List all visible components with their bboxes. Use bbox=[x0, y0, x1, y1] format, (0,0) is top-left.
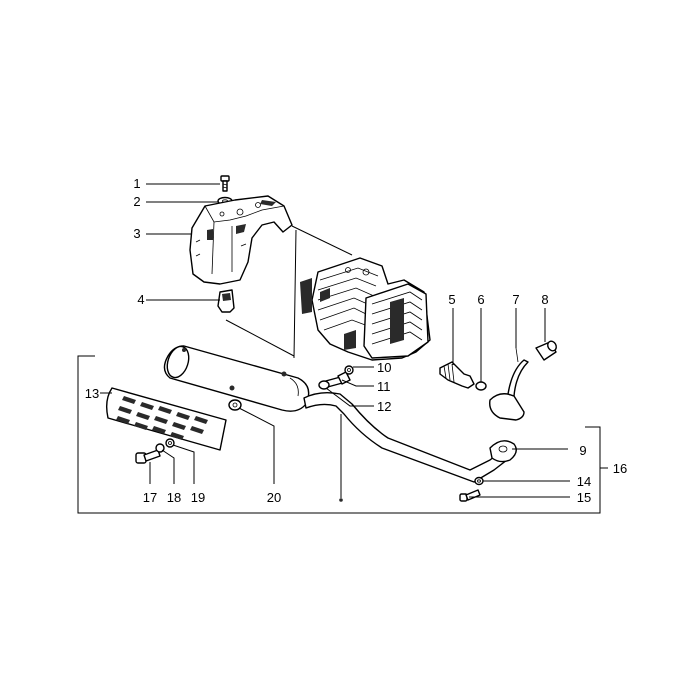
clip-part bbox=[217, 289, 235, 313]
callout-13: 13 bbox=[85, 386, 99, 401]
callout-1: 1 bbox=[133, 176, 140, 191]
washer-10-part bbox=[344, 365, 354, 375]
washer-19-part bbox=[165, 438, 175, 448]
assembly-bracket-16 bbox=[77, 355, 608, 514]
callout-2: 2 bbox=[133, 194, 140, 209]
callout-18: 18 bbox=[167, 490, 181, 505]
muffler-part bbox=[163, 345, 310, 412]
plug-cap-part bbox=[489, 347, 529, 421]
grommet-20-part bbox=[228, 399, 242, 411]
pipe-point-marker bbox=[339, 498, 343, 502]
callout-8: 8 bbox=[541, 292, 548, 307]
callout-17: 17 bbox=[143, 490, 157, 505]
callout-15: 15 bbox=[577, 490, 591, 505]
bolt-17-part bbox=[135, 449, 161, 464]
cap-end-part bbox=[535, 340, 557, 361]
cover-vertical-leader bbox=[293, 229, 297, 359]
callout-12: 12 bbox=[377, 399, 391, 414]
cylinder-cover-part bbox=[189, 195, 293, 285]
exhaust-pipe-part bbox=[303, 391, 517, 483]
spark-plug-part bbox=[439, 361, 475, 389]
callout-3: 3 bbox=[133, 226, 140, 241]
nut-11-part bbox=[337, 371, 351, 385]
leader-lines bbox=[100, 183, 570, 498]
callout-10: 10 bbox=[377, 360, 391, 375]
bolt-15-part bbox=[459, 489, 481, 502]
callout-4: 4 bbox=[137, 292, 144, 307]
cover-cylinder-leader bbox=[291, 225, 353, 256]
callout-20: 20 bbox=[267, 490, 281, 505]
callout-7: 7 bbox=[512, 292, 519, 307]
washer-14-part bbox=[474, 476, 484, 486]
callout-14: 14 bbox=[577, 474, 591, 489]
heat-shield-part bbox=[105, 387, 227, 451]
callout-16: 16 bbox=[613, 461, 627, 476]
clip-leader bbox=[225, 319, 295, 357]
callout-9: 9 bbox=[579, 443, 586, 458]
callout-6: 6 bbox=[477, 292, 484, 307]
engine-cylinder-part bbox=[300, 257, 431, 361]
plug-nut-part bbox=[475, 381, 487, 391]
screw-part bbox=[220, 175, 230, 192]
callout-11: 11 bbox=[377, 379, 391, 394]
callout-19: 19 bbox=[191, 490, 205, 505]
callout-5: 5 bbox=[448, 292, 455, 307]
callout-labels: 1 2 3 4 5 6 7 8 9 10 11 12 13 14 15 16 1… bbox=[85, 176, 627, 505]
